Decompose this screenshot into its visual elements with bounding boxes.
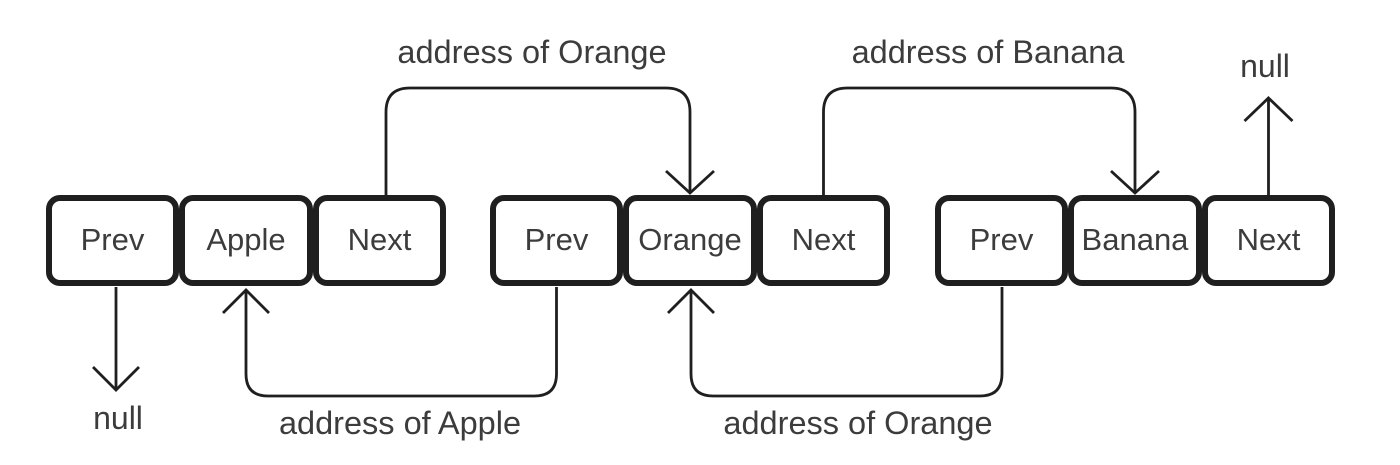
svg-text:address of Orange: address of Orange bbox=[397, 34, 666, 70]
svg-text:address of Apple: address of Apple bbox=[279, 405, 521, 441]
svg-text:Apple: Apple bbox=[206, 222, 285, 257]
svg-text:Next: Next bbox=[792, 222, 856, 257]
svg-text:Prev: Prev bbox=[525, 222, 589, 257]
svg-text:Prev: Prev bbox=[81, 222, 145, 257]
svg-text:Next: Next bbox=[1237, 222, 1301, 257]
svg-text:Prev: Prev bbox=[970, 222, 1034, 257]
svg-text:Next: Next bbox=[348, 222, 412, 257]
svg-text:Orange: Orange bbox=[638, 222, 741, 257]
svg-text:null: null bbox=[1240, 48, 1290, 84]
svg-text:null: null bbox=[93, 400, 143, 436]
svg-text:address of Orange: address of Orange bbox=[723, 405, 992, 441]
svg-text:Banana: Banana bbox=[1082, 222, 1190, 257]
svg-text:address of Banana: address of Banana bbox=[852, 34, 1126, 70]
